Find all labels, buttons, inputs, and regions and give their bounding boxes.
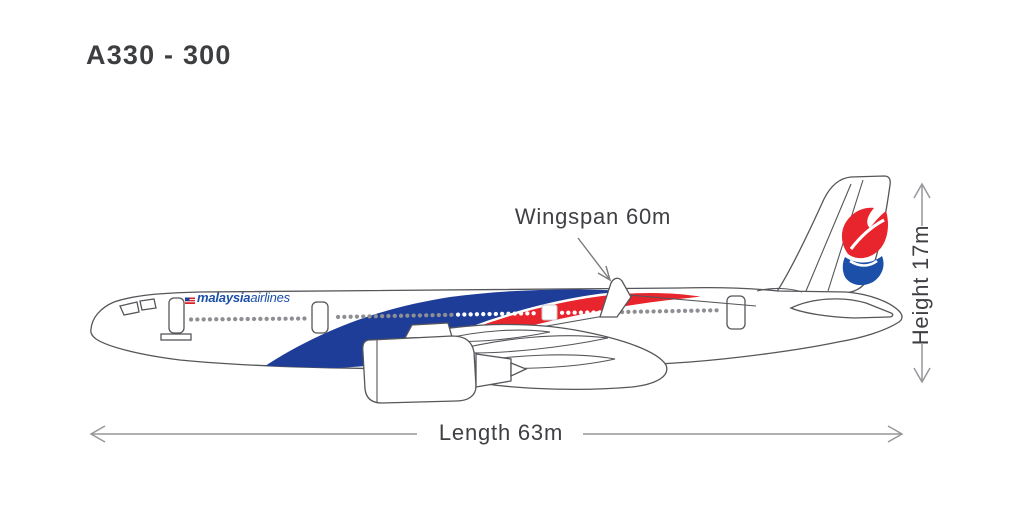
length-dimension — [89, 425, 904, 443]
rear-door — [726, 295, 746, 330]
horizontal-stabilizer — [789, 298, 894, 319]
engine-nacelle — [362, 335, 477, 404]
arrow-down-icon — [913, 367, 931, 384]
height-dimension — [913, 182, 931, 384]
winglet — [599, 277, 632, 318]
overwing-exit — [541, 304, 558, 321]
engine-exhaust — [475, 353, 512, 388]
front-door — [168, 297, 185, 334]
wingspan-label: Wingspan 60m — [514, 204, 672, 229]
aircraft-model-title: A330 - 300 — [86, 40, 232, 70]
height-label: Height 17m — [908, 224, 933, 346]
front-door-sill — [160, 333, 192, 341]
arrow-down-right-icon — [597, 265, 612, 282]
airline-logo-icon — [841, 207, 888, 286]
arrow-up-icon — [913, 182, 931, 199]
engine — [362, 322, 528, 404]
brand-malaysia: malaysia — [197, 290, 251, 305]
arrow-right-icon — [887, 425, 904, 443]
wingspan-pointer — [577, 237, 612, 282]
rudder-line — [805, 183, 852, 292]
length-label: Length 63m — [438, 420, 564, 445]
tail-root-fairing — [756, 287, 803, 293]
fuselage-brand-titles: malaysiaairlines — [197, 291, 290, 304]
cockpit-windows-icon — [119, 298, 157, 316]
malaysia-flag-icon — [185, 297, 195, 304]
mid-door — [311, 301, 329, 334]
brand-airlines: airlines — [250, 290, 290, 305]
engine-cone — [510, 362, 528, 378]
arrow-left-icon — [89, 425, 106, 443]
